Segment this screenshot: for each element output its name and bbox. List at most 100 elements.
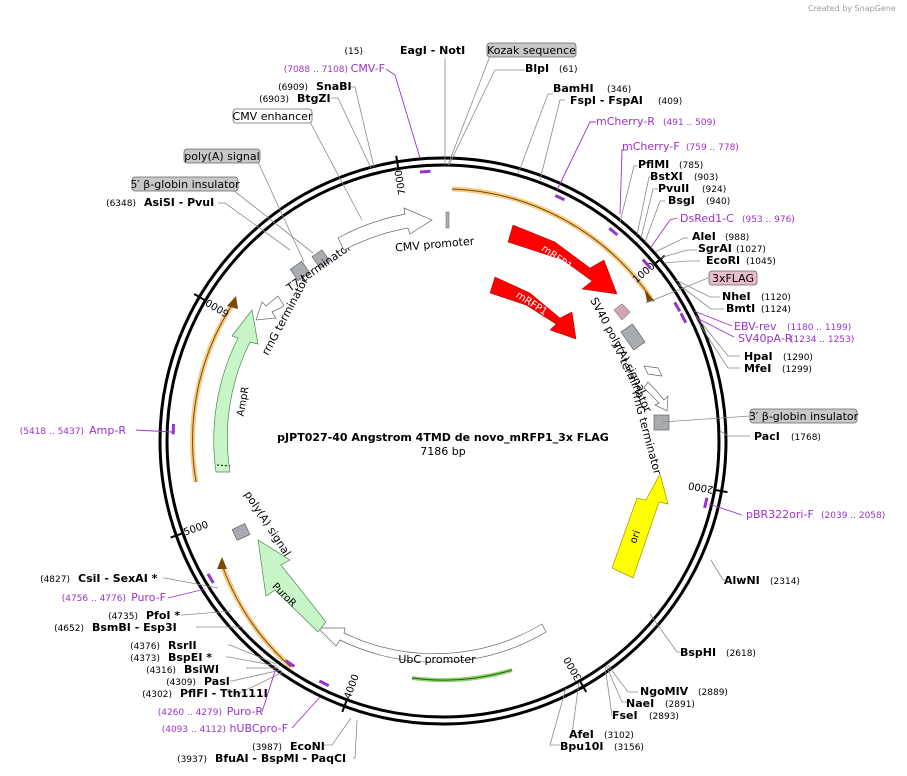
orf-arc-ubc-line: [411, 669, 513, 681]
feature-t7-terminator-left-block: [311, 249, 331, 269]
enzyme-name: PacI: [754, 430, 780, 443]
enzyme-position: (4735): [108, 612, 138, 622]
orf-arc-puror-arrowhead: [217, 557, 227, 569]
enzyme-name: HpaI: [744, 350, 773, 363]
enzyme-name: PflFI - Tth111I: [180, 687, 268, 700]
enzyme-name: NaeI: [626, 697, 654, 710]
enzyme-name: PvuII: [658, 182, 689, 195]
primer-mark: [679, 312, 688, 324]
enzyme-name: BspHI: [680, 646, 716, 659]
enzyme-position: (6909): [278, 83, 308, 93]
enzyme-labels: EagI - NotI(15)BlpI(61)BamHI(346)FspI - …: [40, 44, 821, 765]
orf-arc-ampr-line: [192, 301, 235, 483]
enzyme-name: BfuAI - BspMI - PaqCI: [215, 752, 346, 765]
boxed-label-frame: [749, 408, 858, 424]
enzyme-position: (1768): [791, 433, 821, 443]
boxed-label-frame: [486, 42, 577, 58]
feature-t7-terminator-right-arrow: [643, 365, 663, 377]
enzyme-name: PfoI *: [146, 609, 180, 622]
enzyme-position: (4376): [130, 642, 160, 652]
enzyme-position: (2889): [698, 688, 728, 698]
plasmid-size: 7186 bp: [420, 445, 465, 458]
enzyme-position: (1290): [783, 353, 813, 363]
boxed-label-text: 3xFLAG: [712, 272, 754, 285]
primer-range: (1180 .. 1199): [787, 323, 851, 333]
feature-cmv-promoter-arrow: [337, 207, 433, 251]
tick-mark: [395, 155, 400, 169]
primer-range: (4260 .. 4279): [158, 708, 222, 718]
primer-range: (953 .. 976): [742, 215, 795, 225]
enzyme-name: EcoNI: [290, 740, 325, 753]
enzyme-name: BsgI: [668, 194, 695, 207]
enzyme-position: (6903): [259, 95, 289, 105]
enzyme-position: (988): [725, 233, 749, 243]
feature-polya-block-lower: [231, 523, 251, 541]
primer-range: (759 .. 778): [686, 143, 739, 153]
feature-5-globin-block: [289, 260, 311, 282]
boxed-label-text: 3′ β-globin insulator: [749, 410, 859, 423]
tick-label: 6000: [204, 296, 232, 318]
feature-label-t7-terminator-right: T7 terminator: [609, 340, 655, 415]
primer-name: pBR322ori-F: [746, 508, 814, 521]
primer-mark: [703, 497, 709, 509]
enzyme-position: (3102): [604, 731, 634, 741]
primer-name: Puro-F: [131, 591, 166, 604]
primer-mark: [206, 573, 215, 584]
tick-label: 5000: [182, 520, 210, 539]
enzyme-position: (1045): [746, 257, 776, 267]
enzyme-position: (940): [706, 197, 730, 207]
enzyme-position: (1124): [761, 305, 791, 315]
feature-kozak-block: [445, 211, 450, 229]
tick-label: 4000: [343, 673, 362, 701]
enzyme-position: (6348): [106, 199, 136, 209]
primer-name: Amp-R: [89, 424, 126, 437]
boxed-label-text: 5′ β-globin insulator: [130, 178, 240, 191]
primer-name: hUBCpro-F: [229, 722, 288, 735]
primer-mark: [641, 258, 652, 269]
boxed-label-lines: [232, 55, 751, 423]
primer-name: DsRed1-C: [680, 212, 734, 225]
snapgene-credit: Created by SnapGene: [808, 4, 896, 13]
primer-range: (4756 .. 4776): [62, 594, 126, 604]
enzyme-name: BstXI: [650, 170, 683, 183]
enzyme-position: (15): [345, 47, 363, 57]
tick-mark: [170, 532, 184, 539]
orf-arc-ubc: [411, 668, 513, 682]
enzyme-name: MfeI: [744, 362, 771, 375]
primer-range: (7088 .. 7108): [284, 65, 348, 75]
enzyme-name: AfeI: [569, 728, 594, 741]
enzyme-name: SnaBI: [316, 80, 352, 93]
enzyme-position: (409): [658, 97, 682, 107]
enzyme-name: BlpI: [525, 62, 549, 75]
boxed-label-frame: [183, 148, 261, 164]
boxed-label-text: poly(A) signal: [184, 150, 259, 163]
enzyme-label-lines: [163, 58, 750, 759]
primer-name: SV40pA-R: [738, 332, 793, 345]
tick-mark: [341, 699, 348, 713]
enzyme-position: (3156): [614, 743, 644, 753]
boxed-label-text: CMV enhancer: [233, 110, 313, 123]
enzyme-position: (4309): [166, 678, 196, 688]
enzyme-name: AsiSI - PvuI: [144, 196, 214, 209]
primer-name: CMV-F: [351, 62, 385, 75]
primer-range: (4093 .. 4112): [162, 725, 226, 735]
orf-arc-puror-line: [221, 564, 292, 668]
tick-label: 2000: [687, 479, 714, 494]
enzyme-position: (346): [607, 85, 631, 95]
enzyme-name: FspI - FspAI: [570, 94, 643, 107]
enzyme-name: RsrII: [168, 639, 197, 652]
enzyme-name: Bpu10I: [560, 740, 604, 753]
enzyme-name: PflMI: [638, 158, 669, 171]
feature-rrng-terminator-right-arrow: [643, 381, 669, 412]
enzyme-position: (4827): [40, 575, 70, 585]
primer-mark: [554, 194, 566, 202]
enzyme-name: BspEI *: [168, 651, 212, 664]
feature-rrng-terminator-left-arrow: [255, 295, 285, 321]
boxed-label-frame: [708, 270, 758, 286]
enzyme-position: (1299): [782, 365, 812, 375]
primer-mark: [419, 169, 431, 174]
primer-name: EBV-rev: [734, 320, 777, 333]
enzyme-position: (4316): [146, 666, 176, 676]
feature-mrfp1-b: mRFP1: [489, 276, 577, 340]
feature-label-cmv-promoter: CMV promoter: [395, 235, 476, 255]
